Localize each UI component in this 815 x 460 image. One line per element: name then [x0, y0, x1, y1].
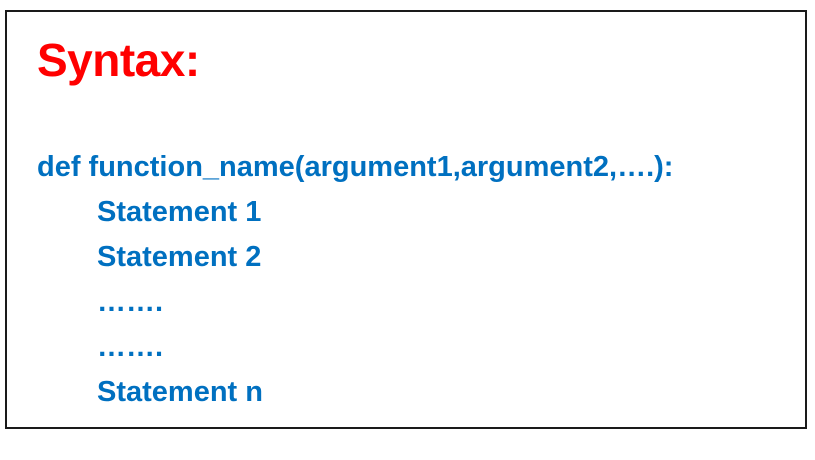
- statement-line-n: Statement n: [97, 376, 263, 408]
- statement-line-2: Statement 2: [97, 241, 262, 273]
- ellipsis-line-2: …….: [97, 331, 164, 363]
- syntax-box: Syntax: def function_name(argument1,argu…: [5, 10, 807, 429]
- function-definition-line: def function_name(argument1,argument2,….…: [37, 151, 674, 183]
- statement-line-1: Statement 1: [97, 196, 262, 228]
- code-block: def function_name(argument1,argument2,….…: [37, 145, 673, 415]
- ellipsis-line-1: …….: [97, 286, 164, 318]
- syntax-heading: Syntax:: [37, 34, 200, 86]
